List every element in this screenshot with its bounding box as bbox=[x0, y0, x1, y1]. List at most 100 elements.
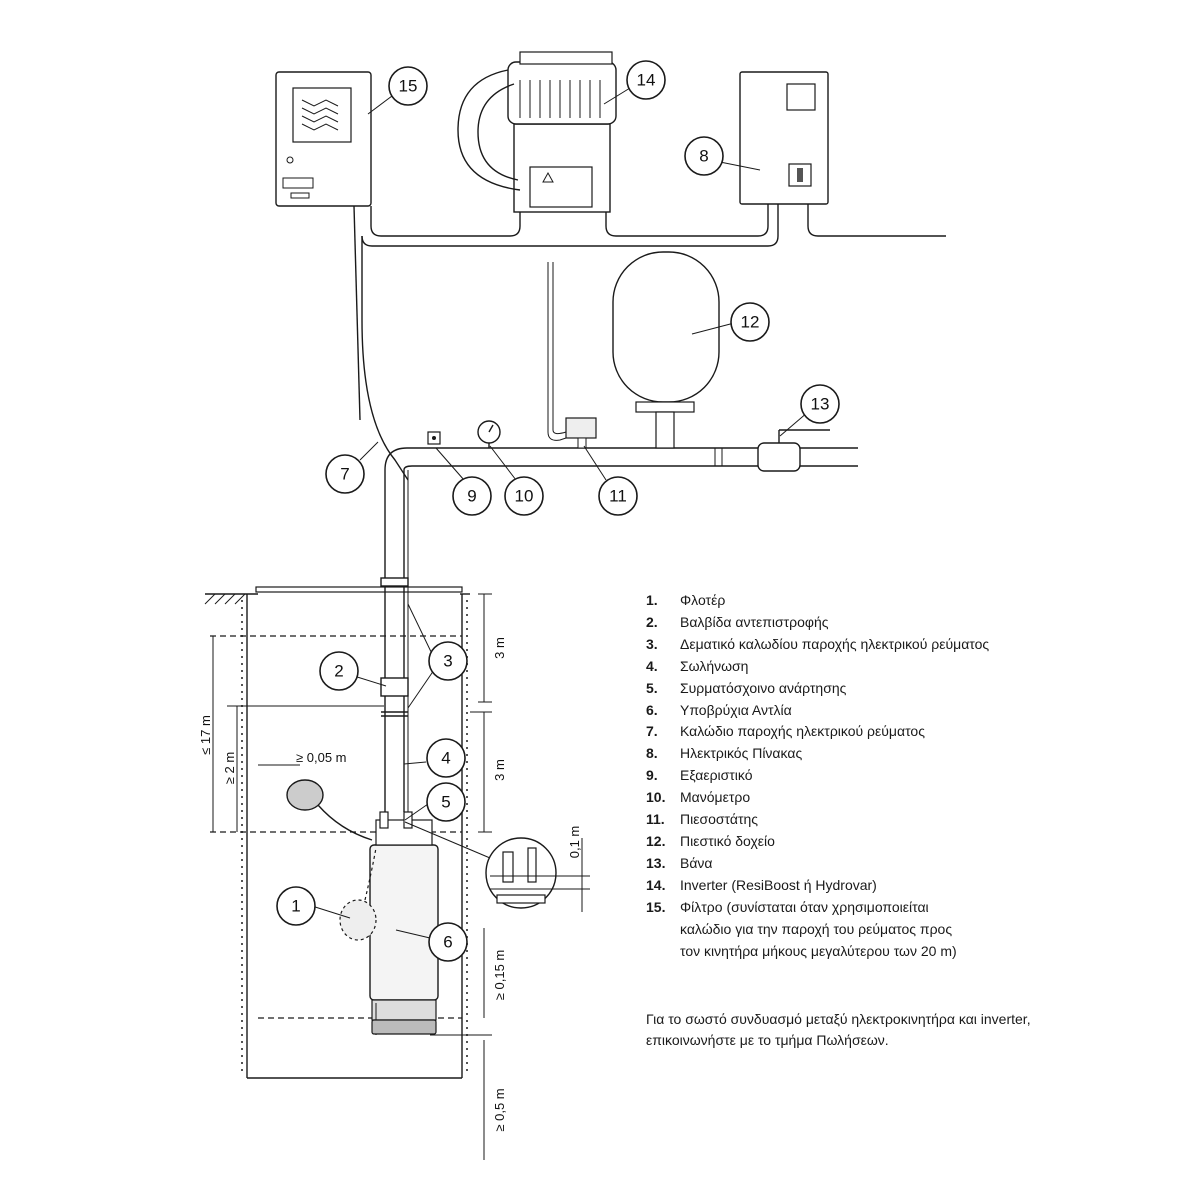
svg-text:15: 15 bbox=[399, 77, 418, 96]
legend-number: 12. bbox=[646, 832, 666, 849]
dim-label-3m-bottom: 3 m bbox=[492, 759, 507, 781]
inverter bbox=[457, 51, 617, 213]
callout-12: 12 bbox=[730, 302, 770, 342]
legend-label: Εξαεριστικό bbox=[680, 767, 753, 784]
legend-label: Καλώδιο παροχής ηλεκτρικού ρεύματος bbox=[680, 723, 925, 740]
callout-5: 5 bbox=[426, 782, 466, 822]
pressure-tank bbox=[612, 251, 720, 449]
legend: 1. Φλοτέρ 2. Βαλβίδα αντεπιστροφής 3. Δεματ… bbox=[646, 590, 1166, 962]
callout-4: 4 bbox=[426, 738, 466, 778]
legend-number: 6. bbox=[646, 701, 658, 718]
legend-label: Ηλεκτρικός Πίνακας bbox=[680, 745, 803, 762]
svg-text:6: 6 bbox=[443, 933, 452, 952]
callout-1: 1 bbox=[276, 886, 316, 926]
legend-number: 11. bbox=[646, 811, 665, 828]
dim-label-min-2m: ≥ 2 m bbox=[222, 752, 237, 784]
float-switch bbox=[286, 779, 377, 941]
svg-text:1: 1 bbox=[291, 897, 300, 916]
legend-item: 12. Πιεστικό δοχείο bbox=[646, 831, 1166, 853]
submersible-pump bbox=[369, 811, 439, 1035]
legend-item: 2. Βαλβίδα αντεπιστροφής bbox=[646, 612, 1166, 634]
legend-number: 1. bbox=[646, 592, 658, 608]
callout-9: 9 bbox=[452, 476, 492, 516]
dim-label-max-17m: ≤ 17 m bbox=[198, 715, 213, 755]
legend-item: 10. Μανόμετρο bbox=[646, 787, 1166, 809]
legend-item: 9. Εξαεριστικό bbox=[646, 765, 1166, 787]
callout-7: 7 bbox=[325, 454, 365, 494]
filter-box bbox=[275, 71, 372, 207]
legend-label: Σωλήνωση bbox=[680, 657, 749, 674]
legend-item: 4. Σωλήνωση bbox=[646, 656, 1166, 678]
dimension-lines bbox=[212, 593, 583, 1160]
svg-text:12: 12 bbox=[741, 313, 760, 332]
legend-item: 6. Υποβρύχια Αντλία bbox=[646, 700, 1166, 722]
detail-zoom bbox=[404, 821, 590, 909]
legend-item: 7. Καλώδιο παροχής ηλεκτρικού ρεύματος bbox=[646, 721, 1166, 743]
legend-number: 10. bbox=[646, 789, 666, 806]
legend-item: 1. Φλοτέρ bbox=[646, 590, 1166, 612]
legend-label: Inverter (ResiBoost ή Hydrovar) bbox=[680, 876, 877, 893]
callout-15: 15 bbox=[388, 66, 428, 106]
callout-2: 2 bbox=[319, 651, 359, 691]
callout-leaders bbox=[311, 87, 809, 939]
legend-label: Βάνα bbox=[680, 854, 713, 871]
svg-text:7: 7 bbox=[340, 465, 349, 484]
legend-number: 8. bbox=[646, 745, 658, 762]
dim-label-01m: 0,1 m bbox=[567, 826, 582, 859]
legend-number: 4. bbox=[646, 657, 658, 674]
note-line: επικοινωνήστε με το τμήμα Πωλήσεων. bbox=[646, 1032, 889, 1048]
wiring bbox=[353, 204, 946, 481]
riser-pipe bbox=[380, 447, 858, 820]
legend-label: Πιεστικό δοχείο bbox=[680, 832, 775, 849]
legend-number: 14. bbox=[646, 876, 666, 893]
legend-continuation: τον κινητήρα μήκους μεγαλύτερου των 20 m… bbox=[680, 942, 957, 959]
svg-text:3: 3 bbox=[443, 652, 452, 671]
dim-label-min-005m: ≥ 0,05 m bbox=[296, 750, 347, 765]
legend-label: Δεματικό καλωδίου παροχής ηλεκτρικού ρεύ… bbox=[680, 635, 990, 652]
svg-text:9: 9 bbox=[467, 487, 476, 506]
svg-text:10: 10 bbox=[515, 487, 534, 506]
legend-number: 5. bbox=[646, 679, 658, 696]
legend-label: Μανόμετρο bbox=[680, 789, 751, 806]
legend-label: Υποβρύχια Αντλία bbox=[680, 701, 792, 718]
legend-item: 14. Inverter (ResiBoost ή Hydrovar) bbox=[646, 875, 1166, 897]
legend-number: 13. bbox=[646, 854, 666, 871]
legend-item: 13. Βάνα bbox=[646, 853, 1166, 875]
sales-note: Για το σωστό συνδυασμό μεταξύ ηλεκτροκιν… bbox=[646, 1009, 1166, 1051]
legend-continuation: καλώδιο για την παροχή του ρεύματος προς bbox=[680, 920, 953, 937]
legend-number: 9. bbox=[646, 767, 658, 784]
callout-10: 10 bbox=[504, 476, 544, 516]
callout-13: 13 bbox=[800, 384, 840, 424]
svg-text:13: 13 bbox=[811, 395, 830, 414]
legend-item: 15. Φίλτρο (συνίσταται όταν χρησιμοποιείτ… bbox=[646, 897, 1166, 919]
svg-text:14: 14 bbox=[637, 71, 656, 90]
legend-number: 15. bbox=[646, 898, 666, 915]
pressure-switch bbox=[547, 262, 597, 449]
legend-number: 3. bbox=[646, 635, 658, 652]
callout-6: 6 bbox=[428, 922, 468, 962]
dim-label-min-05m: ≥ 0,5 m bbox=[492, 1088, 507, 1131]
dim-label-min-015m: ≥ 0,15 m bbox=[492, 950, 507, 1001]
legend-item: 5. Συρματόσχοινο ανάρτησης bbox=[646, 678, 1166, 700]
callout-3: 3 bbox=[428, 641, 468, 681]
legend-label: Βαλβίδα αντεπιστροφής bbox=[680, 613, 829, 630]
legend-item: 11. Πιεσοστάτης bbox=[646, 809, 1166, 831]
note-line: Για το σωστό συνδυασμό μεταξύ ηλεκτροκιν… bbox=[646, 1011, 1031, 1027]
dim-label-3m-top: 3 m bbox=[492, 637, 507, 659]
callout-8: 8 bbox=[684, 136, 724, 176]
svg-text:5: 5 bbox=[441, 793, 450, 812]
legend-label: Φίλτρο (συνίσταται όταν χρησιμοποιείται bbox=[680, 898, 929, 915]
legend-number: 7. bbox=[646, 723, 658, 740]
legend-label: Συρματόσχοινο ανάρτησης bbox=[680, 679, 847, 696]
legend-label: Πιεσοστάτης bbox=[680, 811, 759, 828]
callout-11: 11 bbox=[598, 476, 638, 516]
legend-label: Φλοτέρ bbox=[680, 592, 726, 608]
control-panel bbox=[739, 71, 829, 205]
pressure-gauge bbox=[477, 420, 501, 448]
callout-14: 14 bbox=[626, 60, 666, 100]
svg-text:8: 8 bbox=[699, 147, 708, 166]
legend-number: 2. bbox=[646, 613, 658, 630]
air-vent bbox=[427, 431, 441, 445]
svg-text:2: 2 bbox=[334, 662, 343, 681]
legend-item: 8. Ηλεκτρικός Πίνακας bbox=[646, 743, 1166, 765]
